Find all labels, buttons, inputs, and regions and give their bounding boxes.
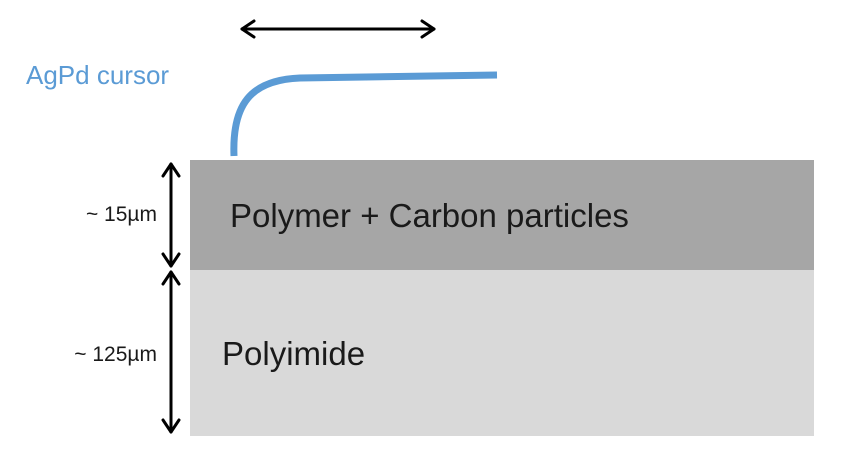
motion-arrow-icon [240,19,436,39]
cursor-label: AgPd cursor [26,60,170,90]
bottom-layer-label: Polyimide [222,335,366,372]
top-thickness-arrow-icon [161,162,181,268]
bottom-layer: Polyimide [190,270,814,436]
agpd-cursor-wire [230,71,498,157]
top-thickness-label: ~ 15µm [85,203,157,226]
bottom-thickness-arrow-icon [161,270,181,434]
bottom-thickness-label: ~ 125µm [74,343,157,366]
top-layer-label: Polymer + Carbon particles [230,197,629,234]
top-layer: Polymer + Carbon particles [190,160,814,270]
